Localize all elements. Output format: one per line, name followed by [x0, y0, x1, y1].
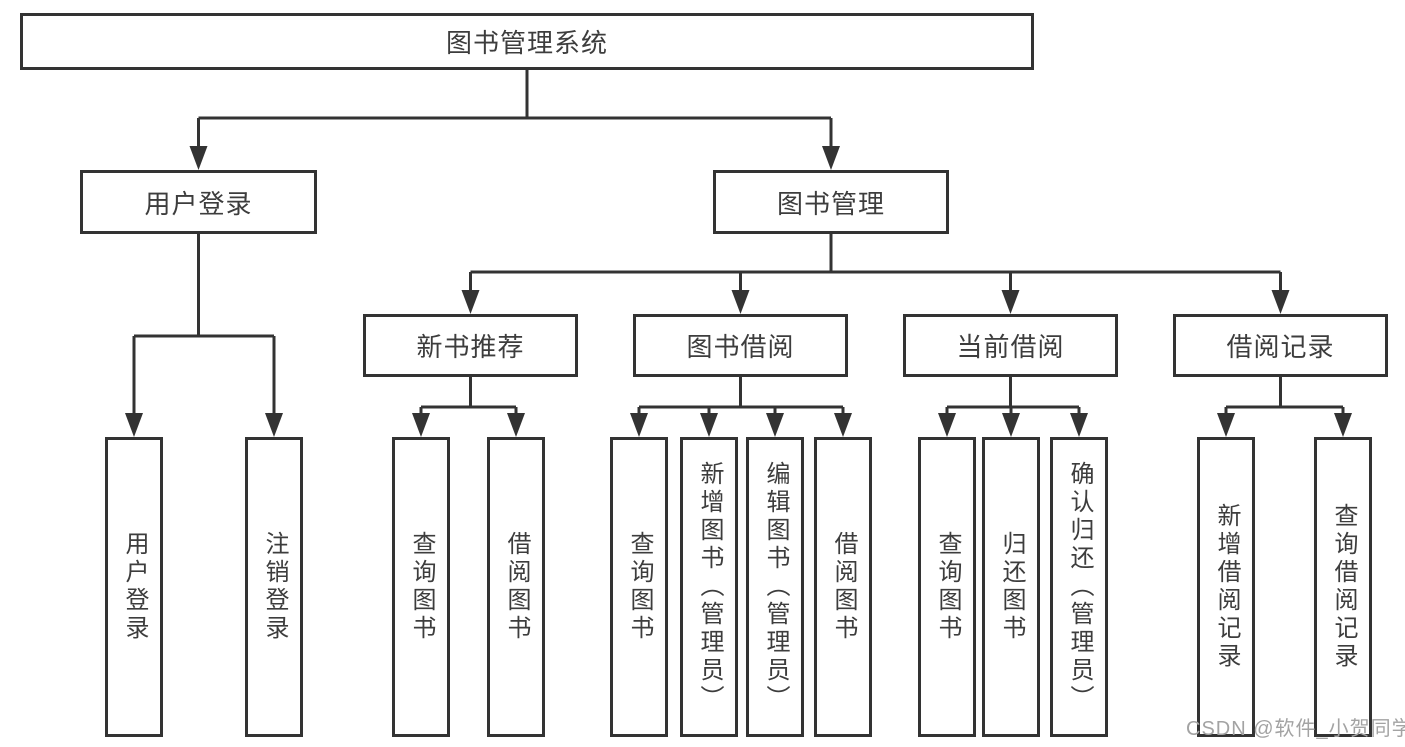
leaf-borrow-books-borrowing-label: 借阅图书 [830, 531, 857, 643]
leaf-confirm-return-admin: 确认归还（管理员） [1050, 437, 1108, 737]
leaf-logout: 注销登录 [245, 437, 303, 737]
leaf-query-books-current: 查询图书 [918, 437, 976, 737]
csdn-watermark: CSDN @软件_小贺同学 [1186, 718, 1405, 740]
arrowhead [412, 413, 430, 437]
leaf-add-borrow-record-label: 新增借阅记录 [1213, 503, 1240, 671]
leaf-add-books-admin: 新增图书（管理员） [680, 437, 738, 737]
node-current-borrowing: 当前借阅 [903, 314, 1118, 377]
arrowhead [1001, 290, 1020, 314]
leaf-query-books-current-label: 查询图书 [934, 531, 961, 643]
leaf-add-borrow-record: 新增借阅记录 [1197, 437, 1255, 737]
node-book-management: 图书管理 [713, 170, 949, 234]
arrowhead [1070, 413, 1088, 437]
leaf-query-borrow-record-label: 查询借阅记录 [1330, 503, 1357, 671]
leaf-return-books-label: 归还图书 [998, 531, 1025, 643]
node-book-borrowing: 图书借阅 [633, 314, 848, 377]
leaf-edit-books-admin-label: 编辑图书（管理员） [762, 461, 789, 713]
leaf-user-login: 用户登录 [105, 437, 163, 737]
arrowhead [125, 413, 143, 437]
node-root-library-system: 图书管理系统 [20, 13, 1034, 70]
leaf-query-books-borrowing-label: 查询图书 [626, 531, 653, 643]
arrowhead [1217, 413, 1235, 437]
leaf-edit-books-admin: 编辑图书（管理员） [746, 437, 804, 737]
leaf-borrow-books-borrowing: 借阅图书 [814, 437, 872, 737]
arrowhead [822, 146, 840, 170]
arrowhead [700, 413, 718, 437]
arrowhead [1002, 413, 1020, 437]
leaf-add-books-admin-label: 新增图书（管理员） [696, 461, 723, 713]
leaf-user-login-label: 用户登录 [121, 531, 148, 643]
leaf-query-borrow-record: 查询借阅记录 [1314, 437, 1372, 737]
leaf-query-books-borrowing: 查询图书 [610, 437, 668, 737]
leaf-borrow-books-recommend: 借阅图书 [487, 437, 545, 737]
arrowhead [766, 413, 784, 437]
arrowhead [461, 290, 480, 314]
node-user-login: 用户登录 [80, 170, 317, 234]
arrowhead [938, 413, 956, 437]
node-borrowing-records: 借阅记录 [1173, 314, 1388, 377]
leaf-query-books-recommend-label: 查询图书 [408, 531, 435, 643]
leaf-borrow-books-recommend-label: 借阅图书 [503, 531, 530, 643]
leaf-query-books-recommend: 查询图书 [392, 437, 450, 737]
node-new-book-recommendation: 新书推荐 [363, 314, 578, 377]
arrowhead [630, 413, 648, 437]
arrowhead [1271, 290, 1290, 314]
arrowhead [1334, 413, 1352, 437]
arrowhead [265, 413, 283, 437]
arrowhead [834, 413, 852, 437]
arrowhead [507, 413, 525, 437]
leaf-return-books: 归还图书 [982, 437, 1040, 737]
arrowhead [189, 146, 208, 170]
arrowhead [731, 290, 750, 314]
leaf-confirm-return-admin-label: 确认归还（管理员） [1066, 461, 1093, 713]
leaf-logout-label: 注销登录 [261, 531, 288, 643]
